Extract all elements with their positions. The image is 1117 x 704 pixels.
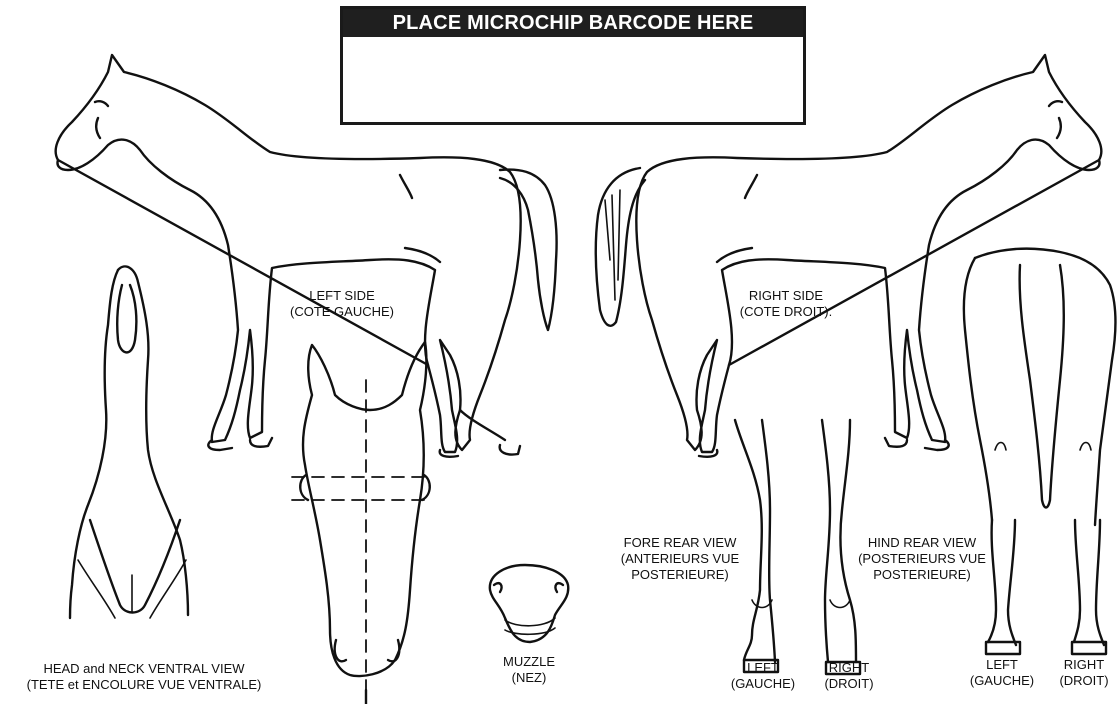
muzzle-label: MUZZLE (NEZ) (494, 654, 564, 686)
front-face-outline (300, 342, 430, 676)
muzzle-label-line1: MUZZLE (494, 654, 564, 670)
muzzle-outline (490, 565, 568, 642)
fore-rear-view-label: FORE REAR VIEW (ANTERIEURS VUE POSTERIEU… (612, 535, 748, 583)
head-neck-label-line1: HEAD and NECK VENTRAL VIEW (4, 661, 284, 677)
fore-rear-label-line3: POSTERIEURE) (612, 567, 748, 583)
hind-right-label: RIGHT (DROIT) (1052, 657, 1116, 689)
barcode-placement-area[interactable] (343, 37, 803, 122)
hind-rear-label-line1: HIND REAR VIEW (850, 535, 994, 551)
hind-rear-label-line2: (POSTERIEURS VUE (850, 551, 994, 567)
fore-right-label: RIGHT (DROIT) (812, 660, 886, 692)
barcode-box-title: PLACE MICROCHIP BARCODE HERE (343, 9, 803, 37)
fore-right-label-line2: (DROIT) (812, 676, 886, 692)
fore-rear-label-line2: (ANTERIEURS VUE (612, 551, 748, 567)
left-side-label: LEFT SIDE (COTE GAUCHE) (287, 288, 397, 320)
face-guide-dashed-lines (292, 380, 432, 700)
fore-left-label: LEFT (GAUCHE) (721, 660, 805, 692)
fore-rear-label-line1: FORE REAR VIEW (612, 535, 748, 551)
fore-rear-view-outline (735, 420, 860, 674)
hind-right-label-line2: (DROIT) (1052, 673, 1116, 689)
hind-rear-view-outline (964, 249, 1116, 654)
ventral-view-outline (70, 266, 188, 618)
left-side-label-line1: LEFT SIDE (287, 288, 397, 304)
hind-left-label-line2: (GAUCHE) (960, 673, 1044, 689)
head-neck-label-line2: (TETE et ENCOLURE VUE VENTRALE) (4, 677, 284, 693)
hind-left-label: LEFT (GAUCHE) (960, 657, 1044, 689)
left-side-label-line2: (COTE GAUCHE) (287, 304, 397, 320)
muzzle-label-line2: (NEZ) (494, 670, 564, 686)
hind-rear-view-label: HIND REAR VIEW (POSTERIEURS VUE POSTERIE… (850, 535, 994, 583)
fore-right-label-line1: RIGHT (812, 660, 886, 676)
right-side-label-line1: RIGHT SIDE (728, 288, 844, 304)
fore-left-label-line1: LEFT (721, 660, 805, 676)
head-neck-ventral-label: HEAD and NECK VENTRAL VIEW (TETE et ENCO… (4, 661, 284, 693)
hind-left-label-line1: LEFT (960, 657, 1044, 673)
right-side-label: RIGHT SIDE (COTE DROIT). (728, 288, 844, 320)
hind-right-label-line1: RIGHT (1052, 657, 1116, 673)
fore-left-label-line2: (GAUCHE) (721, 676, 805, 692)
right-side-label-line2: (COTE DROIT). (728, 304, 844, 320)
hind-rear-label-line3: POSTERIEURE) (850, 567, 994, 583)
microchip-barcode-box: PLACE MICROCHIP BARCODE HERE (340, 6, 806, 125)
